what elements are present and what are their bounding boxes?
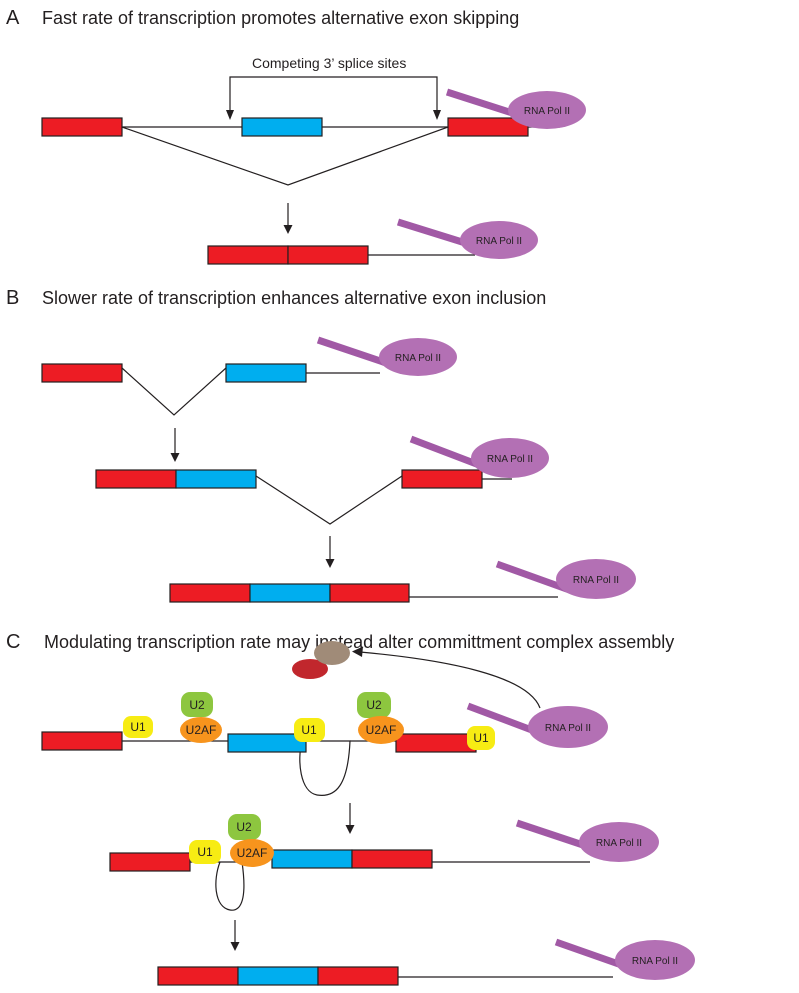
polymerase-label: RNA Pol II [632, 956, 678, 967]
exon-constitutive [395, 733, 477, 753]
splicing-event [255, 475, 403, 525]
u2-label: U2 [236, 820, 252, 834]
u2af-label: U2AF [186, 723, 217, 737]
exon-constitutive [41, 363, 123, 383]
splicing-factor-brown [314, 641, 350, 665]
exon-alternative [225, 363, 307, 383]
polymerase-label: RNA Pol II [524, 106, 570, 117]
exon-alternative [241, 117, 323, 137]
exon-alternative [175, 469, 257, 489]
polymerase-body [528, 706, 608, 748]
polymerase-body [579, 822, 659, 862]
intron-loop [299, 740, 351, 796]
panel-b-title: Slower rate of transcription enhances al… [42, 288, 546, 308]
rna-pol-ii: RNA Pol II [554, 938, 695, 980]
process-arrowhead [283, 225, 293, 234]
exon-constitutive [329, 583, 410, 603]
exon-constitutive [157, 966, 239, 986]
u1-label: U1 [301, 723, 317, 737]
exon-constitutive [317, 966, 399, 986]
u2af-label: U2AF [366, 723, 397, 737]
u2-snrnp [181, 692, 213, 717]
polymerase-body [460, 221, 538, 259]
u1-snrnp [123, 716, 153, 738]
u2-label: U2 [189, 698, 205, 712]
u2af-label: U2AF [237, 846, 268, 860]
recruitment-arrow [359, 651, 541, 709]
exon-constitutive [41, 117, 123, 137]
exon-constitutive [401, 469, 483, 489]
u2-label: U2 [366, 698, 382, 712]
u2af-factor [230, 839, 274, 867]
u1-snrnp [189, 840, 221, 864]
exon-constitutive [109, 852, 191, 872]
intron-loop [190, 861, 245, 911]
panel-c-letter: C [6, 631, 20, 653]
u1-snrnp [294, 718, 325, 742]
polymerase-body [556, 559, 636, 599]
polymerase-label: RNA Pol II [545, 723, 591, 734]
panel-b-letter: B [6, 287, 19, 309]
u2-snrnp [357, 692, 391, 718]
panel-c-title: Modulating transcription rate may instea… [44, 632, 674, 652]
u2-snrnp [228, 814, 261, 840]
polymerase-body [471, 438, 549, 478]
polymerase-body [508, 91, 586, 129]
exon-alternative [237, 966, 319, 986]
exon-constitutive [95, 469, 177, 489]
polymerase-label: RNA Pol II [596, 838, 642, 849]
u1-label: U1 [197, 845, 213, 859]
exon-constitutive [207, 245, 289, 265]
exon-alternative [227, 733, 307, 753]
rna-pol-ii: RNA Pol II [409, 435, 549, 478]
polymerase-label: RNA Pol II [395, 353, 441, 364]
exon-constitutive [351, 849, 433, 869]
panel-a: A Fast rate of transcription promotes al… [6, 7, 586, 265]
process-arrowhead [325, 559, 335, 568]
process-arrowhead [230, 942, 240, 951]
splice-sites-bracket [229, 76, 438, 112]
exon-constitutive [287, 245, 369, 265]
exon-alternative [271, 849, 353, 869]
panel-a-letter: A [6, 7, 20, 29]
panel-b: B Slower rate of transcription enhances … [6, 287, 636, 603]
rna-pol-ii: RNA Pol II [396, 218, 538, 259]
exon-constitutive [41, 731, 123, 751]
rna-pol-ii: RNA Pol II [466, 702, 608, 748]
arrowhead-right [433, 110, 441, 120]
panel-a-title: Fast rate of transcription promotes alte… [42, 8, 519, 28]
polymerase-body [379, 338, 457, 376]
polymerase-label: RNA Pol II [476, 236, 522, 247]
splicing-factor-red [292, 659, 328, 679]
process-arrowhead [170, 453, 180, 462]
polymerase-label: RNA Pol II [487, 454, 533, 465]
rna-pol-ii: RNA Pol II [445, 88, 586, 129]
arrowhead-left [226, 110, 234, 120]
rna-pol-ii: RNA Pol II [515, 819, 659, 862]
u1-snrnp [467, 726, 495, 750]
splicing-event-skip [121, 126, 449, 186]
polymerase-label: RNA Pol II [573, 575, 619, 586]
recruitment-arrowhead [352, 646, 363, 657]
panel-c: C Modulating transcription rate may inst… [6, 631, 695, 986]
rna-pol-ii: RNA Pol II [316, 336, 457, 376]
u1-label: U1 [130, 720, 146, 734]
splicing-event [121, 367, 227, 416]
u2af-factor [358, 716, 404, 744]
exon-alternative [249, 583, 331, 603]
polymerase-body [615, 940, 695, 980]
u1-label: U1 [473, 731, 489, 745]
competing-splice-sites-label: Competing 3’ splice sites [252, 55, 406, 71]
process-arrowhead [345, 825, 355, 834]
rna-pol-ii: RNA Pol II [495, 559, 636, 599]
exon-constitutive [169, 583, 251, 603]
u2af-factor [180, 717, 222, 743]
